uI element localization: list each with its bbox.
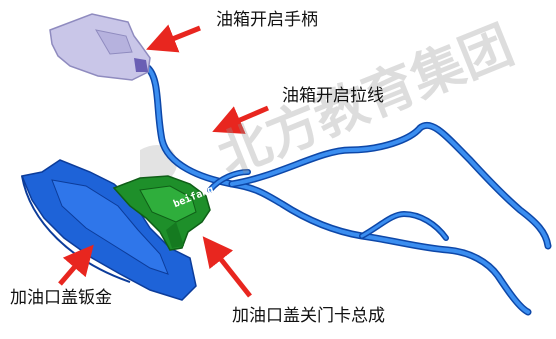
label-fuel-door-release-cable: 油箱开启拉线	[282, 86, 384, 106]
fuel-door-release-cable	[144, 64, 552, 316]
fuel-door-release-handle	[49, 13, 151, 81]
arrow-latch	[202, 236, 252, 298]
arrow-cable	[212, 105, 269, 134]
label-fuel-filler-door-panel: 加油口盖钣金	[10, 288, 112, 308]
arrow-panel	[58, 244, 94, 286]
fuel-door-latch-assembly	[112, 175, 211, 251]
fuel-filler-door-panel	[20, 159, 197, 301]
arrow-handle	[146, 24, 201, 53]
label-fuel-door-release-handle: 油箱开启手柄	[216, 10, 318, 30]
label-fuel-door-latch-assembly: 加油口盖关门卡总成	[232, 306, 385, 326]
